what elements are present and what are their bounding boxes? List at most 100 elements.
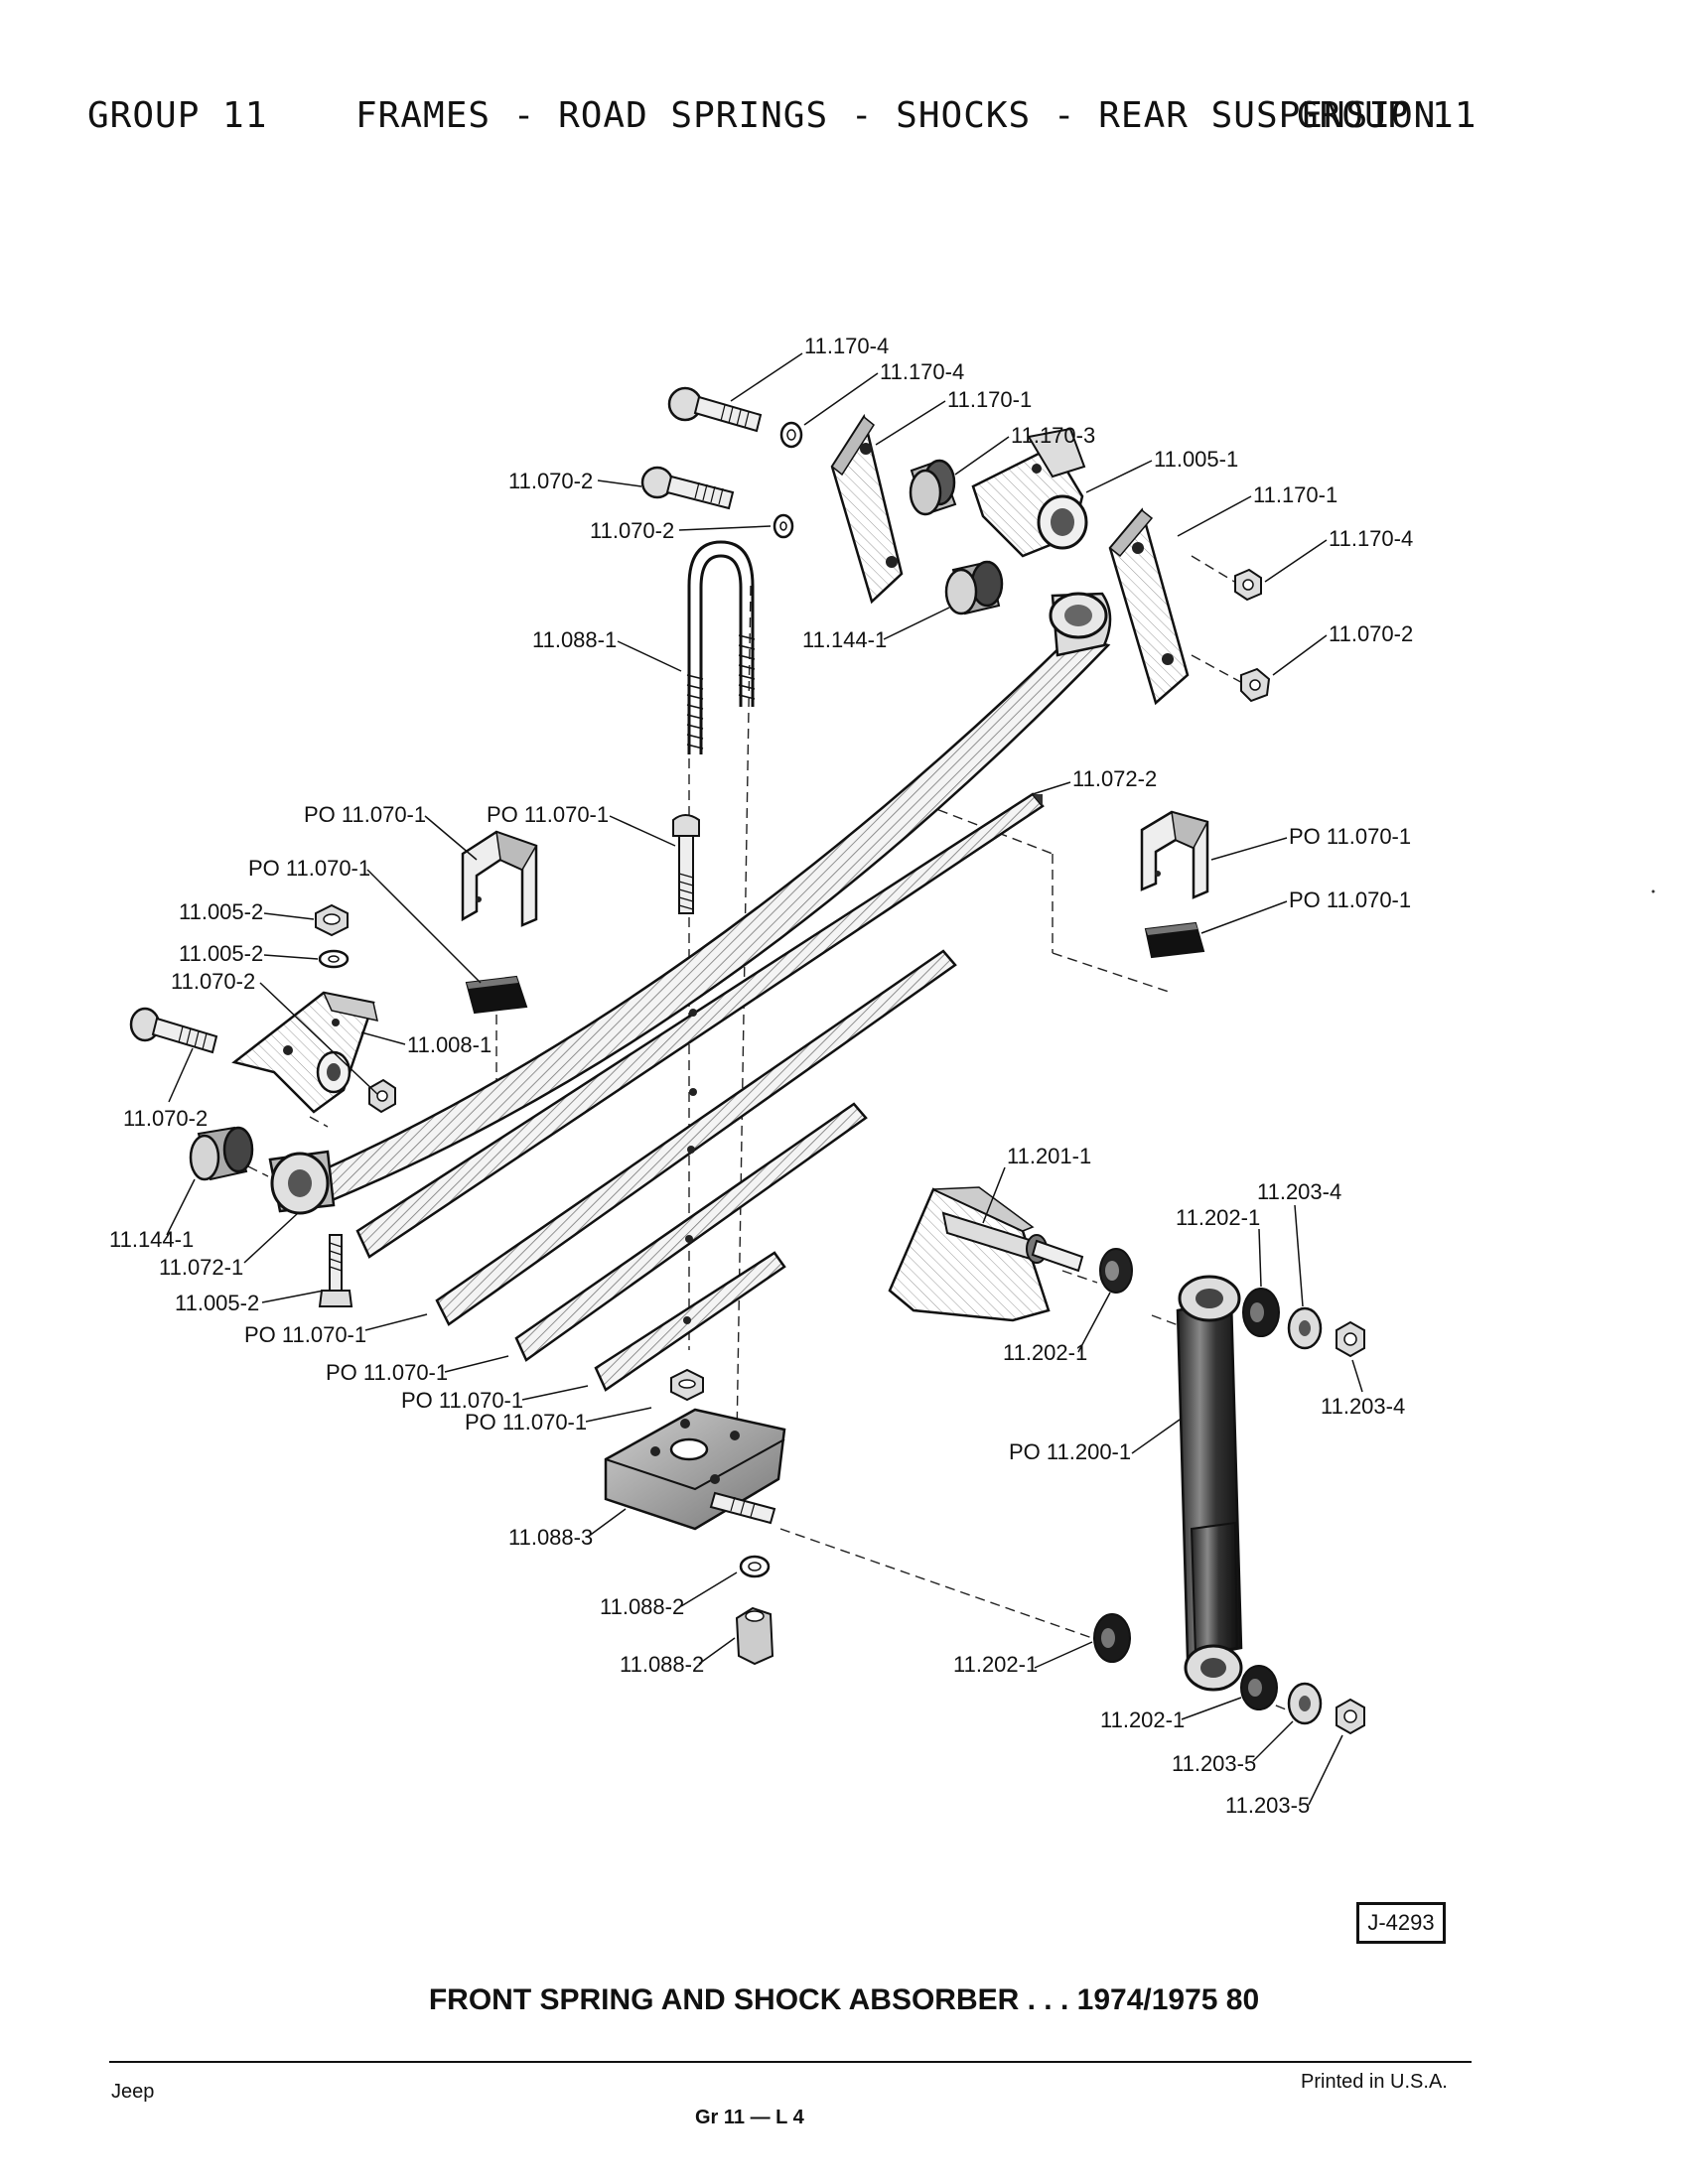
callout-label: 11.203-4 <box>1257 1179 1341 1204</box>
group-header-left: GROUP 11 <box>87 95 268 136</box>
callout-label: PO 11.070-1 <box>1289 887 1411 912</box>
callout-label: 11.144-1 <box>109 1227 194 1252</box>
callout-label: 11.070-2 <box>590 518 674 543</box>
callout-label: 11.203-5 <box>1225 1793 1310 1818</box>
center-bolt <box>672 814 700 914</box>
spring-plate-11-088-3 <box>604 1408 786 1531</box>
washer-11-070-2 <box>773 513 794 539</box>
callout-label: 11.202-1 <box>1176 1205 1260 1230</box>
bolt-11-070-2-left <box>129 1007 218 1054</box>
spring-eye-rear <box>268 1150 336 1215</box>
callout-label: 11.088-2 <box>620 1652 704 1677</box>
spring-eye-front <box>1049 592 1112 657</box>
nut-11-070-2-right <box>1240 667 1271 703</box>
grommet-11-202-1-lower-right <box>1240 1665 1278 1710</box>
callout-label: 11.008-1 <box>407 1032 492 1057</box>
footer-page-ref: Gr 11 — L 4 <box>695 2107 804 2128</box>
callout-label: 11.070-2 <box>123 1106 208 1131</box>
shock-absorber-body <box>1176 1275 1243 1692</box>
callout-label: 11.170-4 <box>880 359 964 384</box>
nut-11-203-5 <box>1336 1698 1365 1735</box>
washer-11-203-5 <box>1287 1682 1323 1725</box>
callout-label: PO 11.200-1 <box>1009 1439 1131 1464</box>
shackle-bolt-top <box>667 386 763 433</box>
bushing-11-144-1-rear <box>189 1126 254 1181</box>
spring-hanger-bracket <box>971 427 1088 558</box>
callout-label: 11.088-2 <box>600 1594 684 1619</box>
figure-caption: FRONT SPRING AND SHOCK ABSORBER . . . 19… <box>428 1983 1260 2016</box>
grommet-11-202-1-upper-left <box>1099 1248 1133 1294</box>
main-spring-leaf <box>318 633 1111 1203</box>
callout-label: 11.070-2 <box>508 469 593 493</box>
callout-label: 11.072-2 <box>1072 766 1157 791</box>
washer-11-203-4 <box>1287 1306 1323 1350</box>
callout-label: 11.072-1 <box>159 1255 243 1280</box>
leaf-center-holes <box>683 1009 697 1324</box>
shock-mount-bracket <box>888 1186 1084 1322</box>
callout-label: 11.202-1 <box>953 1652 1038 1677</box>
figure-code-box: J-4293 <box>1356 1902 1446 1944</box>
callout-label: 11.203-4 <box>1321 1394 1405 1419</box>
callout-label: PO 11.070-1 <box>244 1322 366 1347</box>
callout-label: 11.005-2 <box>179 941 263 966</box>
callout-label: 11.170-1 <box>947 387 1032 412</box>
rebound-clip-left <box>461 830 538 927</box>
callout-leaders <box>166 352 1363 1806</box>
callout-label: 11.005-2 <box>175 1291 259 1315</box>
section-title: FRAMES - ROAD SPRINGS - SHOCKS - REAR SU… <box>355 95 1437 136</box>
spring-leaf-2 <box>355 792 1045 1259</box>
washer-11-005-2 <box>318 949 350 969</box>
u-bolt <box>686 540 756 754</box>
callout-label: 11.070-2 <box>1329 621 1413 646</box>
callout-label: 11.144-1 <box>802 627 887 652</box>
callout-label: 11.170-4 <box>804 334 889 358</box>
bushing-11-144-1-top <box>944 560 1004 615</box>
bushing-11-170-3 <box>909 459 957 516</box>
bolt-11-070-2 <box>640 466 735 510</box>
clip-insulator-left <box>465 975 528 1015</box>
spring-leaf-4 <box>514 1102 868 1362</box>
grommet-11-202-1-upper-right <box>1242 1288 1280 1337</box>
callout-label: 11.202-1 <box>1100 1707 1185 1732</box>
nut-11-170-4 <box>1234 568 1262 602</box>
callout-label: 11.088-1 <box>532 627 617 652</box>
callout-label: 11.202-1 <box>1003 1340 1087 1365</box>
callout-label: 11.203-5 <box>1172 1751 1256 1776</box>
nut-11-070-2-left <box>368 1078 396 1114</box>
callout-label: PO 11.070-1 <box>465 1410 587 1434</box>
washer-top <box>779 421 803 449</box>
callout-label: 11.170-1 <box>1253 482 1337 507</box>
callout-label: PO 11.070-1 <box>304 802 426 827</box>
callout-label: PO 11.070-1 <box>487 802 609 827</box>
callout-label: 11.170-3 <box>1011 423 1095 448</box>
shackle-plate-right <box>1108 507 1190 706</box>
shackle-plate-left <box>830 413 904 605</box>
nut-11-005-2 <box>315 903 349 937</box>
callout-labels: 11.170-4 11.170-4 11.170-1 11.170-3 11.0… <box>109 334 1413 1818</box>
callout-label: 11.005-2 <box>179 899 263 924</box>
rebound-clip-right <box>1140 810 1209 899</box>
callout-label: 11.170-4 <box>1329 526 1413 551</box>
hex-nut-11-088-2 <box>735 1606 774 1666</box>
bolt-11-005-2 <box>318 1234 353 1307</box>
callout-label: 11.070-2 <box>171 969 255 994</box>
callout-label: 11.201-1 <box>1007 1144 1091 1168</box>
nut-11-203-4 <box>1336 1320 1365 1358</box>
grommet-11-202-1-lower-left <box>1093 1613 1131 1663</box>
callout-label: PO 11.070-1 <box>1289 824 1411 849</box>
footer-divider <box>109 2061 1472 2063</box>
callout-label: PO 11.070-1 <box>326 1360 448 1385</box>
nut-center <box>670 1368 704 1402</box>
callout-label: PO 11.070-1 <box>401 1388 523 1413</box>
footer-printed: Printed in U.S.A. <box>1301 2071 1448 2093</box>
clip-insulator-right <box>1144 921 1205 959</box>
lock-washer-11-088-2 <box>739 1555 771 1578</box>
group-header-right: GROUP 11 <box>1297 95 1477 136</box>
callout-label: PO 11.070-1 <box>248 856 370 881</box>
footer-brand: Jeep <box>111 2081 155 2103</box>
stray-mark <box>1651 889 1655 893</box>
spring-leaf-3 <box>435 949 957 1326</box>
callout-label: 11.088-3 <box>508 1525 593 1550</box>
rear-hanger-bracket <box>231 991 378 1114</box>
